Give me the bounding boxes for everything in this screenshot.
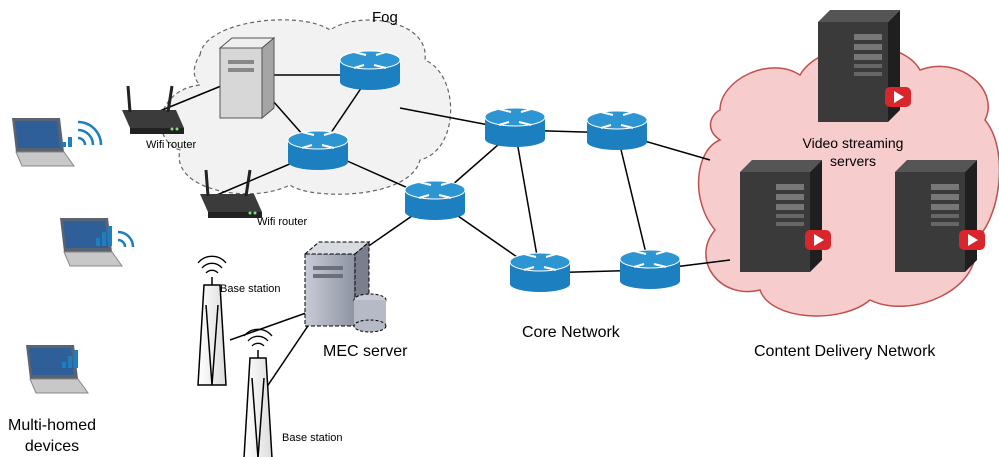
- laptop-icon: [11, 117, 103, 167]
- router-icon: [339, 50, 401, 91]
- fog-label: Fog: [372, 9, 398, 26]
- router-icon: [509, 252, 571, 293]
- router-icon: [404, 180, 466, 221]
- fog-server-icon: [218, 36, 276, 120]
- devices-label-2: devices: [25, 438, 79, 455]
- base-station-label: Base station: [282, 432, 343, 444]
- wifi-router-icon: [120, 84, 186, 136]
- mec-server-label: MEC server: [323, 343, 408, 360]
- video-server-icon: [818, 10, 911, 122]
- wifi-router-label: Wifi router: [257, 216, 307, 228]
- core-network-label: Core Network: [522, 324, 621, 341]
- base-station-icon: [197, 255, 227, 386]
- router-icon: [287, 130, 349, 171]
- video-server-icon: [895, 160, 985, 272]
- router-icon: [586, 110, 648, 151]
- base-station-icon: [243, 328, 273, 457]
- video-servers-label: Video streaming: [803, 135, 904, 151]
- laptop-icon: [59, 217, 135, 267]
- router-icon: [484, 107, 546, 148]
- devices-label: Multi-homed: [8, 417, 96, 434]
- router-icon: [619, 249, 681, 290]
- base-station-label: Base station: [220, 283, 281, 295]
- video-servers-label-2: servers: [830, 153, 876, 169]
- wifi-router-label: Wifi router: [146, 139, 196, 151]
- cdn-label: Content Delivery Network: [754, 343, 936, 360]
- laptop-icon: [25, 344, 89, 394]
- mec-server-icon: [303, 240, 387, 333]
- video-server-icon: [740, 160, 831, 272]
